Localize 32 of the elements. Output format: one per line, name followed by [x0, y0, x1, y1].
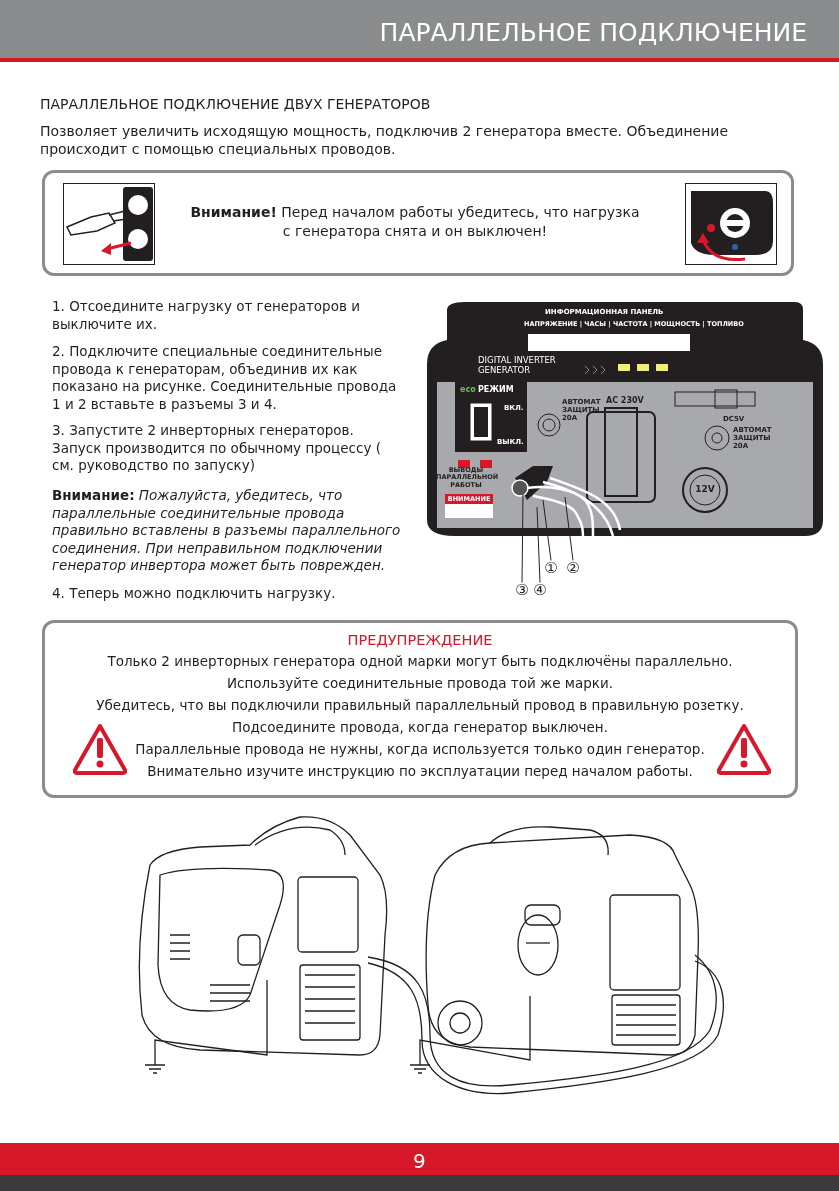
warning-heading: ПРЕДУПРЕЖДЕНИЕ	[346, 631, 494, 650]
callout-number: ④	[532, 582, 548, 598]
page-number: 9	[413, 1148, 427, 1174]
warning-box	[42, 620, 798, 798]
step-text: 3. Запустите 2 инверторных генераторов. Запуск производится по обычному процессу ( см. руководство по запуску)	[52, 422, 382, 475]
panel-text: РЕЖИМ	[478, 385, 515, 395]
panel-text: DIGITAL INVERTER GENERATOR	[478, 356, 557, 376]
panel-text: AC 230V	[606, 396, 645, 406]
panel-text: 12V	[694, 484, 716, 496]
step-text: 1. Отсоедините нагрузку от генераторов и выключите их.	[52, 298, 361, 334]
callout-number: ③	[514, 582, 530, 598]
warning-text: Только 2 инверторных генератора одной марки могут быть подключёны параллельно.	[106, 653, 734, 671]
warning-text: Внимательно изучите инструкцию по эксплуатации перед началом работы.	[146, 763, 694, 781]
warning-note: Внимание: Пожалуйста, убедитесь, что параллельные соединительные провода правильно вставлены в разъемы параллельного соединения. При неправильном подключении генератор инвертора может быть поврежден.	[52, 487, 402, 575]
leader-line	[521, 493, 524, 583]
step-text: 4. Теперь можно подключить нагрузку.	[52, 585, 337, 603]
callout-number: ①	[543, 560, 559, 576]
warning-text: Подсоедините провода, когда генератор выключен.	[231, 719, 609, 737]
notice-text: Внимание! Перед началом работы убедитесь, что нагрузка с генератора снята и он выключен!	[189, 203, 641, 241]
panel-text: eco	[460, 385, 477, 395]
warning-text: Убедитесь, что вы подключили правильный параллельный провод в правильную розетку.	[95, 697, 745, 715]
leader-line	[536, 506, 541, 583]
leader-line	[564, 496, 574, 561]
warning-text: Используйте соединительные провода той же марки.	[225, 675, 615, 693]
callout-number: ②	[565, 560, 581, 576]
leader-line	[542, 499, 552, 561]
page-title: ПАРАЛЛЕЛЬНОЕ ПОДКЛЮЧЕНИЕ	[379, 18, 807, 47]
intro-paragraph: Позволяет увеличить исходящую мощность, подключив 2 генератора вместе. Объединение происходит с помощью специальных проводов.	[40, 122, 730, 159]
warning-text: Параллельные провода не нужны, когда используется только один генератор.	[134, 741, 706, 759]
notice-box	[42, 170, 794, 276]
section-heading: ПАРАЛЛЕЛЬНОЕ ПОДКЛЮЧЕНИЕ ДВУХ ГЕНЕРАТОРОВ	[40, 95, 432, 114]
step-text: 2. Подключите специальные соединительные провода к генераторам, объединив их как показано на рисунке. Соединительные провода 1 и 2 вставьте в разъемы 3 и 4.	[52, 343, 398, 414]
